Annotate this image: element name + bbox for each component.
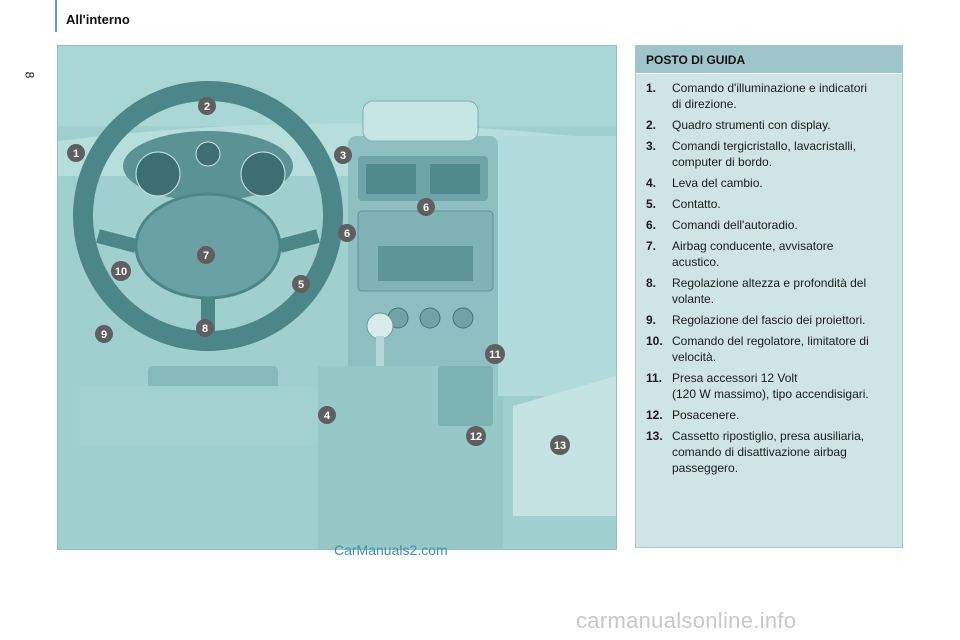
- svg-text:6: 6: [423, 202, 429, 214]
- svg-text:12: 12: [470, 431, 482, 443]
- callout-3: 3: [334, 146, 352, 164]
- callout-11: 11: [485, 344, 505, 364]
- legend-item-text: Quadro strumenti con display.: [672, 117, 892, 133]
- legend-item-text: Cassetto ripostiglio, presa ausiliaria, …: [672, 428, 892, 476]
- legend-item: 12.Posacenere.: [646, 407, 892, 423]
- legend-item: 4.Leva del cambio.: [646, 175, 892, 191]
- page-title: All'interno: [66, 12, 130, 27]
- page-number: 8: [22, 72, 36, 79]
- legend-panel: POSTO DI GUIDA 1.Comando d'illuminazione…: [635, 45, 903, 548]
- legend-item: 1.Comando d'illuminazione e indicatori d…: [646, 80, 892, 112]
- legend-item: 8.Regolazione altezza e profondità del v…: [646, 275, 892, 307]
- legend-item: 13.Cassetto ripostiglio, presa ausiliari…: [646, 428, 892, 476]
- legend-item-number: 1.: [646, 80, 672, 112]
- callout-8: 8: [196, 319, 214, 337]
- callout-4: 4: [318, 406, 336, 424]
- legend-item: 2.Quadro strumenti con display.: [646, 117, 892, 133]
- callout-6: 6: [338, 224, 356, 242]
- callout-2: 2: [198, 97, 216, 115]
- legend-item-text: Comando d'illuminazione e indicatori di …: [672, 80, 892, 112]
- legend-item-text: Regolazione altezza e profondità del vol…: [672, 275, 892, 307]
- svg-text:11: 11: [489, 349, 501, 361]
- legend-item-text: Comando del regolatore, limitatore di ve…: [672, 333, 892, 365]
- legend-item-text: Airbag conducente, avvisatore acustico.: [672, 238, 892, 270]
- callout-6b: 6: [417, 198, 435, 216]
- legend-item-number: 6.: [646, 217, 672, 233]
- svg-text:6: 6: [344, 228, 350, 240]
- legend-item-number: 5.: [646, 196, 672, 212]
- svg-text:1: 1: [73, 148, 79, 160]
- header-rule: [55, 0, 57, 32]
- legend-item-text: Contatto.: [672, 196, 892, 212]
- legend-item: 5.Contatto.: [646, 196, 892, 212]
- legend-item-number: 13.: [646, 428, 672, 476]
- legend-heading: POSTO DI GUIDA: [636, 46, 902, 74]
- callout-5: 5: [292, 275, 310, 293]
- legend-item-number: 9.: [646, 312, 672, 328]
- legend-item-text: Presa accessori 12 Volt (120 W massimo),…: [672, 370, 892, 402]
- legend-item-text: Posacenere.: [672, 407, 892, 423]
- legend-item-number: 3.: [646, 138, 672, 170]
- svg-text:8: 8: [202, 323, 208, 335]
- legend-item-text: Comandi tergicristallo, lavacristalli, c…: [672, 138, 892, 170]
- svg-text:7: 7: [203, 250, 209, 262]
- callout-9: 9: [95, 325, 113, 343]
- callout-7: 7: [197, 246, 215, 264]
- legend-item-number: 7.: [646, 238, 672, 270]
- legend-item: 7.Airbag conducente, avvisatore acustico…: [646, 238, 892, 270]
- svg-text:3: 3: [340, 150, 346, 162]
- legend-item-number: 4.: [646, 175, 672, 191]
- dashboard-drawing: 1 2 3 4 5 6 6 7 8 9 10 11 12 13: [58, 46, 616, 549]
- callout-1: 1: [67, 144, 85, 162]
- legend-item-text: Regolazione del fascio dei proiettori.: [672, 312, 892, 328]
- legend-item: 9.Regolazione del fascio dei proiettori.: [646, 312, 892, 328]
- legend-item-text: Comandi dell'autoradio.: [672, 217, 892, 233]
- watermark-carmanuals2: CarManuals2.com: [334, 542, 448, 558]
- legend-item-text: Leva del cambio.: [672, 175, 892, 191]
- svg-text:13: 13: [554, 440, 566, 452]
- svg-text:2: 2: [204, 101, 210, 113]
- callout-10: 10: [111, 261, 131, 281]
- legend-item: 6.Comandi dell'autoradio.: [646, 217, 892, 233]
- legend-item-number: 12.: [646, 407, 672, 423]
- callout-12: 12: [466, 426, 486, 446]
- legend-item: 3.Comandi tergicristallo, lavacristalli,…: [646, 138, 892, 170]
- svg-text:10: 10: [115, 266, 127, 278]
- legend-item: 11.Presa accessori 12 Volt (120 W massim…: [646, 370, 892, 402]
- svg-text:9: 9: [101, 329, 107, 341]
- legend-item-number: 10.: [646, 333, 672, 365]
- legend-item-number: 2.: [646, 117, 672, 133]
- legend-list: 1.Comando d'illuminazione e indicatori d…: [636, 74, 902, 476]
- svg-text:5: 5: [298, 279, 304, 291]
- callout-13: 13: [550, 435, 570, 455]
- svg-text:4: 4: [324, 410, 331, 422]
- dashboard-illustration: 1 2 3 4 5 6 6 7 8 9 10 11 12 13: [57, 45, 617, 550]
- legend-item: 10.Comando del regolatore, limitatore di…: [646, 333, 892, 365]
- legend-item-number: 11.: [646, 370, 672, 402]
- footer-watermark: carmanualsonline.info: [576, 608, 796, 634]
- legend-item-number: 8.: [646, 275, 672, 307]
